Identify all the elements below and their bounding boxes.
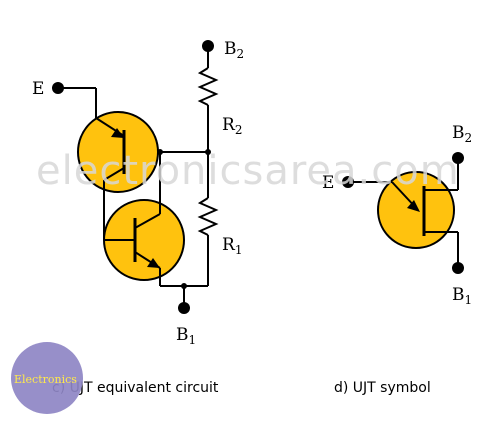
circuit-r1-label: R1 (222, 235, 242, 257)
junction-node-mid (157, 149, 163, 155)
watermark-text: electronicsarea.com (36, 148, 460, 194)
pnp-transistor (77, 111, 159, 193)
symbol-b1-label: B1 (452, 285, 472, 307)
junction-node-top (205, 149, 211, 155)
circuit-b2-label: B2 (224, 39, 244, 61)
symbol-caption: d) UJT symbol (334, 380, 431, 396)
circuit-r2-label: R2 (222, 115, 242, 137)
ujt-emitter-arrow (407, 200, 420, 212)
circuit-b1-label: B1 (176, 325, 196, 347)
b1-terminal-dot (178, 302, 190, 314)
resistor-r1 (197, 197, 219, 236)
electronics-logo: Electronics (11, 342, 83, 414)
pnp-emitter-arrow (111, 128, 124, 138)
ujt-symbol: E B2 B1 (322, 123, 472, 307)
logo-text: Electronics (14, 373, 77, 386)
ujt-b2-terminal-dot (452, 152, 464, 164)
circuit-emitter-label: E (32, 79, 44, 99)
equivalent-circuit: E B2 R2 R1 B1 (32, 39, 244, 347)
ujt-b1-terminal-dot (452, 262, 464, 274)
symbol-b2-label: B2 (452, 123, 472, 145)
npn-transistor (103, 199, 185, 281)
ujt-emitter-terminal-dot (342, 176, 354, 188)
circuit-caption: c) UJT equivalent circuit (52, 380, 219, 396)
resistor-r2 (197, 67, 219, 106)
npn-emitter-arrow (147, 258, 160, 268)
b2-terminal-dot (202, 40, 214, 52)
junction-node-bottom (181, 283, 187, 289)
symbol-emitter-label: E (322, 173, 334, 193)
emitter-terminal-dot (52, 82, 64, 94)
